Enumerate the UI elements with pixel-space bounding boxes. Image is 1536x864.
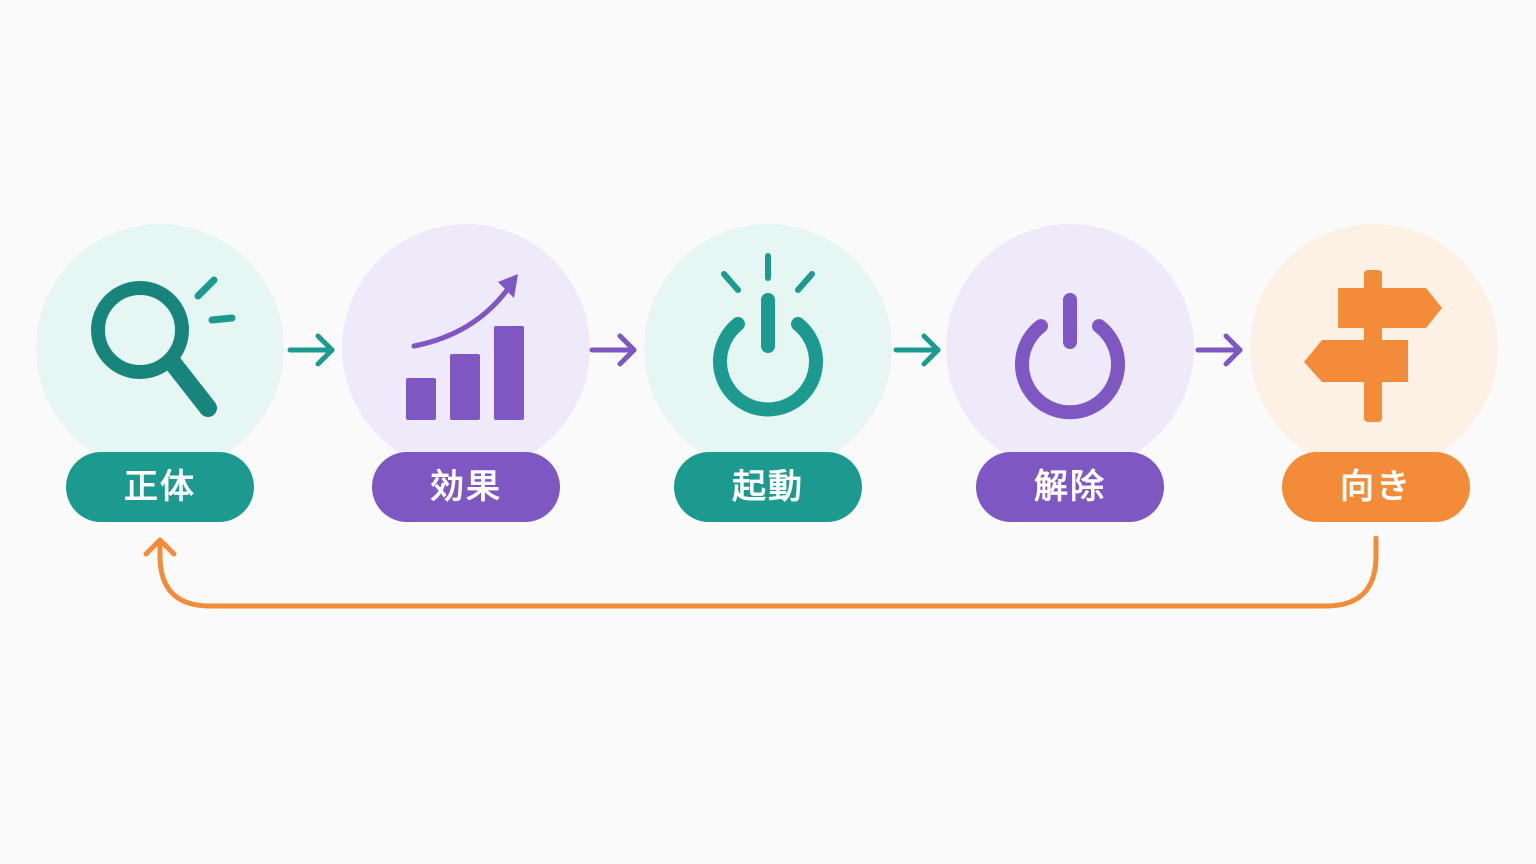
arrow-right-icon: [1195, 333, 1243, 367]
signpost-icon: [1304, 270, 1442, 422]
arrow-right-icon: [893, 333, 941, 367]
step-label-1: 正体: [66, 452, 254, 522]
magnifier-icon: [91, 276, 236, 417]
power-on-icon: [713, 253, 823, 417]
loop-back-arrow: [143, 535, 1379, 609]
arrow-right-icon: [287, 333, 335, 367]
step-label-4: 解除: [976, 452, 1164, 522]
step-circle-1: [36, 224, 284, 472]
growth-chart-icon: [406, 274, 524, 420]
step-label-3: 起動: [674, 452, 862, 522]
step-label-5: 向き: [1282, 452, 1470, 522]
step-label-2: 効果: [372, 452, 560, 522]
arrow-right-icon: [589, 333, 637, 367]
power-icon: [1015, 293, 1125, 420]
step-circle-2: [342, 224, 590, 472]
